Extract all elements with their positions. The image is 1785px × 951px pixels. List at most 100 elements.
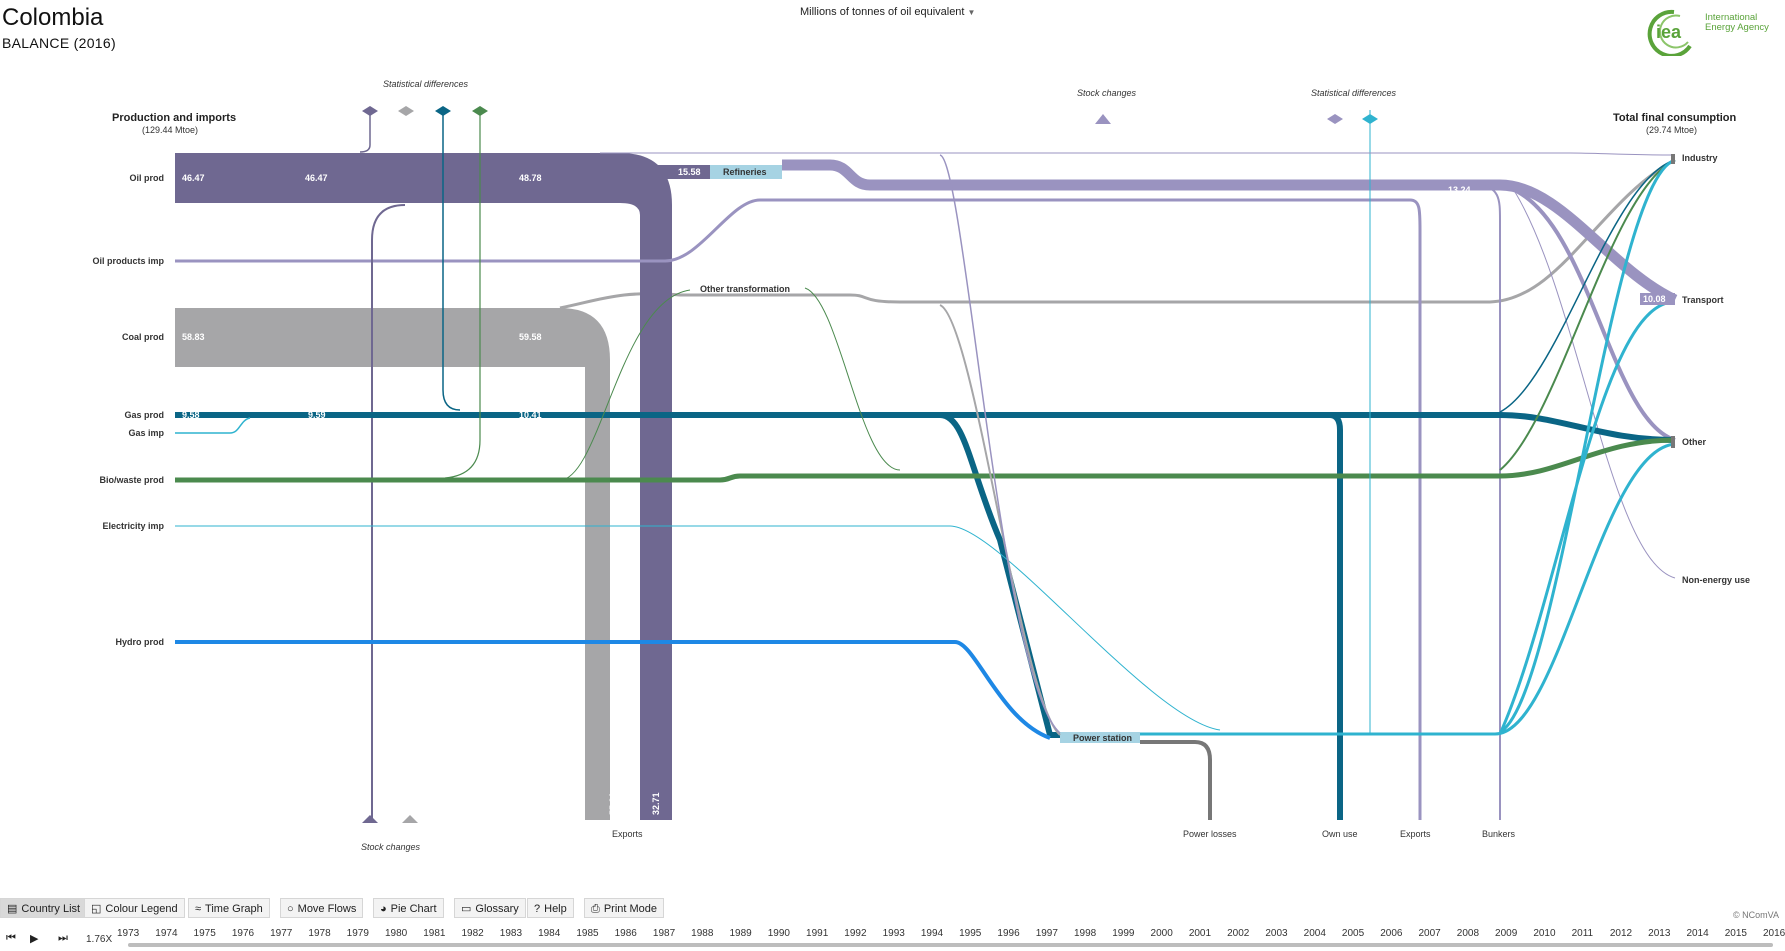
year-1988[interactable]: 1988 [691,928,714,939]
timeline-slider[interactable] [128,943,1773,947]
year-2016[interactable]: 2016 [1763,928,1785,939]
year-1982[interactable]: 1982 [461,928,484,939]
flow-oil-nonenergy[interactable] [1514,191,1676,579]
year-2005[interactable]: 2005 [1341,928,1365,939]
year-1976[interactable]: 1976 [231,928,255,939]
flow-oil-bunkers[interactable] [1474,184,1501,820]
flow-refineries-out[interactable] [782,159,1678,305]
year-2006[interactable]: 2006 [1380,928,1403,939]
flow-gas-stat[interactable] [442,110,461,411]
year-1977[interactable]: 1977 [270,928,293,939]
stat-diff-right-label: Statistical differences [1311,88,1397,98]
year-1998[interactable]: 1998 [1073,928,1097,939]
flow-bio[interactable] [175,437,1676,483]
year-2003[interactable]: 2003 [1265,928,1288,939]
skip-forward-icon[interactable]: ⏭ [58,932,68,944]
refineries-node[interactable] [710,165,782,179]
sink-industry-bar[interactable] [1671,154,1675,164]
flow-stock-left[interactable] [371,204,406,820]
help-button[interactable]: ?Help [527,898,574,918]
year-2002[interactable]: 2002 [1227,928,1250,939]
year-2012[interactable]: 2012 [1609,928,1633,939]
flow-power-out[interactable] [1140,158,1676,736]
year-1989[interactable]: 1989 [729,928,752,939]
flow-oil-power[interactable] [939,154,1061,734]
year-2010[interactable]: 2010 [1533,928,1556,939]
year-1997[interactable]: 1997 [1035,928,1058,939]
year-2011[interactable]: 2011 [1571,928,1594,939]
flow-power-losses[interactable] [1140,740,1212,820]
flow-stat-diff-left[interactable] [359,110,371,153]
year-2007[interactable]: 2007 [1418,928,1441,939]
year-2009[interactable]: 2009 [1495,928,1518,939]
flow-top-line[interactable] [600,152,1676,156]
year-1993[interactable]: 1993 [882,928,905,939]
year-1981[interactable]: 1981 [423,928,446,939]
print-mode-button[interactable]: ⎙Print Mode [584,898,665,918]
year-1973[interactable]: 1973 [117,928,140,939]
flow-coal-exports[interactable] [175,308,610,820]
year-2015[interactable]: 2015 [1724,928,1747,939]
flow-oil-other[interactable] [1509,186,1676,442]
year-2000[interactable]: 2000 [1150,928,1173,939]
stock-changes-down-arrow-1[interactable] [362,815,378,823]
stat-diff-marker-1[interactable] [362,106,378,116]
stat-diff-marker-2[interactable] [398,106,414,116]
move-flows-button[interactable]: ○Move Flows [280,898,364,918]
year-1999[interactable]: 1999 [1112,928,1135,939]
flow-gas-industry[interactable] [1499,159,1676,413]
help-label: Help [544,903,567,915]
stat-diff-marker-4[interactable] [472,106,488,116]
source-oil-prod: Oil prod [130,173,165,183]
flow-oil-refineries[interactable] [610,165,710,179]
year-1983[interactable]: 1983 [499,928,523,939]
unit-dropdown[interactable]: Millions of tonnes of oil equivalent ▼ [800,6,975,18]
flow-bio-industry[interactable] [1499,159,1676,471]
year-1986[interactable]: 1986 [614,928,637,939]
flow-bio-stat[interactable] [444,110,481,479]
stock-changes-down-arrow-2[interactable] [402,815,418,823]
country-list-button[interactable]: ▤Country List [0,898,88,918]
year-2013[interactable]: 2013 [1648,928,1671,939]
year-1978[interactable]: 1978 [308,928,331,939]
year-1996[interactable]: 1996 [997,928,1020,939]
year-2014[interactable]: 2014 [1686,928,1709,939]
flow-gas[interactable] [175,412,1676,820]
flow-hydro[interactable] [175,640,1051,740]
year-1990[interactable]: 1990 [767,928,790,939]
pie-chart-button[interactable]: ◕Pie Chart [373,898,444,918]
colour-legend-button[interactable]: ◱Colour Legend [84,898,185,918]
play-icon[interactable]: ▶ [30,933,39,945]
flow-oil-products-imp[interactable] [175,198,1422,820]
year-1975[interactable]: 1975 [193,928,216,939]
logo-line-1: International [1705,12,1758,23]
year-1985[interactable]: 1985 [576,928,599,939]
year-1987[interactable]: 1987 [652,928,676,939]
year-1974[interactable]: 1974 [155,928,178,939]
time-graph-button[interactable]: ≈Time Graph [188,898,270,918]
sink-transport-bar[interactable] [1640,293,1675,305]
year-1979[interactable]: 1979 [346,928,369,939]
year-2004[interactable]: 2004 [1303,928,1326,939]
stock-changes-up-arrow[interactable] [1095,114,1111,124]
flow-bio-other-trans[interactable] [559,287,901,481]
skip-back-icon[interactable]: ⏮ [6,932,16,944]
glossary-button[interactable]: ▭Glossary [454,898,526,918]
year-2008[interactable]: 2008 [1456,928,1480,939]
year-1980[interactable]: 1980 [384,928,408,939]
flow-gas-imp[interactable] [175,417,251,434]
flow-coal-power[interactable] [939,304,1061,736]
year-1992[interactable]: 1992 [844,928,867,939]
flow-electricity-imp[interactable] [175,525,1221,731]
year-1995[interactable]: 1995 [959,928,982,939]
year-1991[interactable]: 1991 [806,928,829,939]
sink-other-bar[interactable] [1671,436,1675,448]
stat-diff-marker-5[interactable] [1327,114,1343,124]
year-1984[interactable]: 1984 [538,928,561,939]
year-2001[interactable]: 2001 [1188,928,1212,939]
year-1994[interactable]: 1994 [920,928,944,939]
power-station-node[interactable] [1060,732,1140,743]
flow-coal-other[interactable] [559,292,1490,310]
stat-diff-marker-6[interactable] [1362,114,1378,124]
stat-diff-marker-3[interactable] [435,106,451,116]
